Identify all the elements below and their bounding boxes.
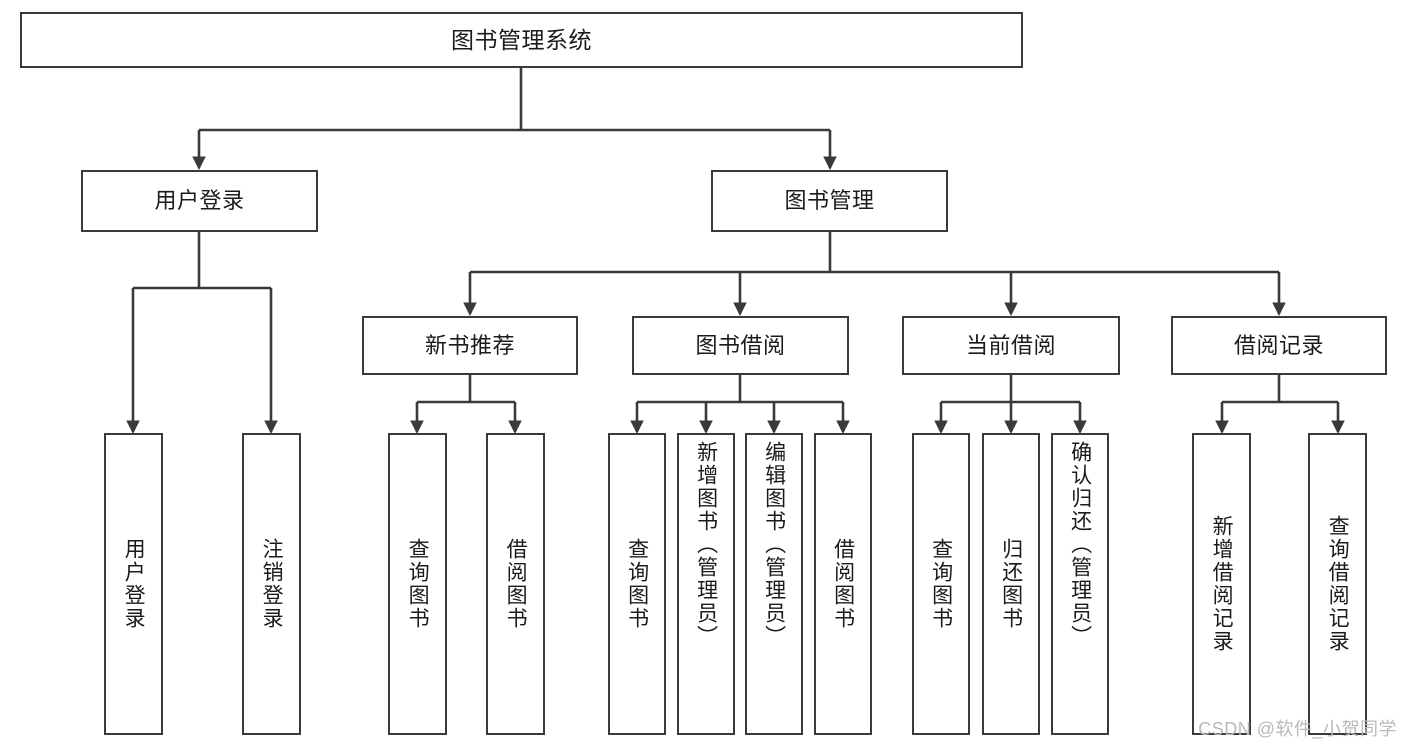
leaf-add-book-admin[interactable]: 新增图书（管理员） bbox=[677, 433, 735, 735]
node-new-book-recommendation[interactable]: 新书推荐 bbox=[362, 316, 578, 375]
node-label: 编辑图书（管理员） bbox=[762, 441, 786, 648]
leaf-query-book-borrow[interactable]: 查询图书 bbox=[608, 433, 666, 735]
leaf-user-logout[interactable]: 注销登录 bbox=[242, 433, 301, 735]
node-label: 用户登录 bbox=[154, 188, 245, 214]
node-label: 查询图书 bbox=[625, 538, 649, 630]
leaf-return-book[interactable]: 归还图书 bbox=[982, 433, 1040, 735]
leaf-query-borrow-record[interactable]: 查询借阅记录 bbox=[1308, 433, 1367, 735]
node-label: 确认归还（管理员） bbox=[1068, 441, 1092, 648]
node-label: 图书借阅 bbox=[695, 332, 786, 358]
leaf-query-book-current[interactable]: 查询图书 bbox=[912, 433, 970, 735]
node-label: 新增图书（管理员） bbox=[694, 441, 718, 648]
node-label: 用户登录 bbox=[122, 538, 146, 630]
node-borrowing-records[interactable]: 借阅记录 bbox=[1171, 316, 1387, 375]
leaf-lend-book[interactable]: 借阅图书 bbox=[814, 433, 872, 735]
node-book-management[interactable]: 图书管理 bbox=[711, 170, 948, 232]
node-current-borrowing[interactable]: 当前借阅 bbox=[902, 316, 1120, 375]
node-label: 当前借阅 bbox=[965, 332, 1056, 358]
node-label: 借阅记录 bbox=[1233, 332, 1324, 358]
node-label: 新增借阅记录 bbox=[1210, 515, 1234, 653]
leaf-query-book-recommend[interactable]: 查询图书 bbox=[388, 433, 447, 735]
leaf-edit-book-admin[interactable]: 编辑图书（管理员） bbox=[745, 433, 803, 735]
watermark-text: CSDN @软件_小贺同学 bbox=[1198, 719, 1397, 739]
node-label: 借阅图书 bbox=[831, 538, 855, 630]
node-label: 查询图书 bbox=[406, 538, 430, 630]
leaf-confirm-return-admin[interactable]: 确认归还（管理员） bbox=[1051, 433, 1109, 735]
node-book-management-system[interactable]: 图书管理系统 bbox=[20, 12, 1023, 68]
node-book-borrowing[interactable]: 图书借阅 bbox=[632, 316, 849, 375]
leaf-borrow-book-recommend[interactable]: 借阅图书 bbox=[486, 433, 545, 735]
node-label: 图书管理 bbox=[784, 188, 875, 214]
node-user-login[interactable]: 用户登录 bbox=[81, 170, 318, 232]
node-label: 归还图书 bbox=[999, 538, 1023, 630]
node-label: 查询图书 bbox=[929, 538, 953, 630]
leaf-add-borrow-record[interactable]: 新增借阅记录 bbox=[1192, 433, 1251, 735]
node-label: 新书推荐 bbox=[424, 332, 515, 358]
node-label: 借阅图书 bbox=[504, 538, 528, 630]
node-label: 图书管理系统 bbox=[451, 26, 592, 53]
node-label: 查询借阅记录 bbox=[1326, 515, 1350, 653]
leaf-user-login[interactable]: 用户登录 bbox=[104, 433, 163, 735]
node-label: 注销登录 bbox=[260, 538, 284, 630]
